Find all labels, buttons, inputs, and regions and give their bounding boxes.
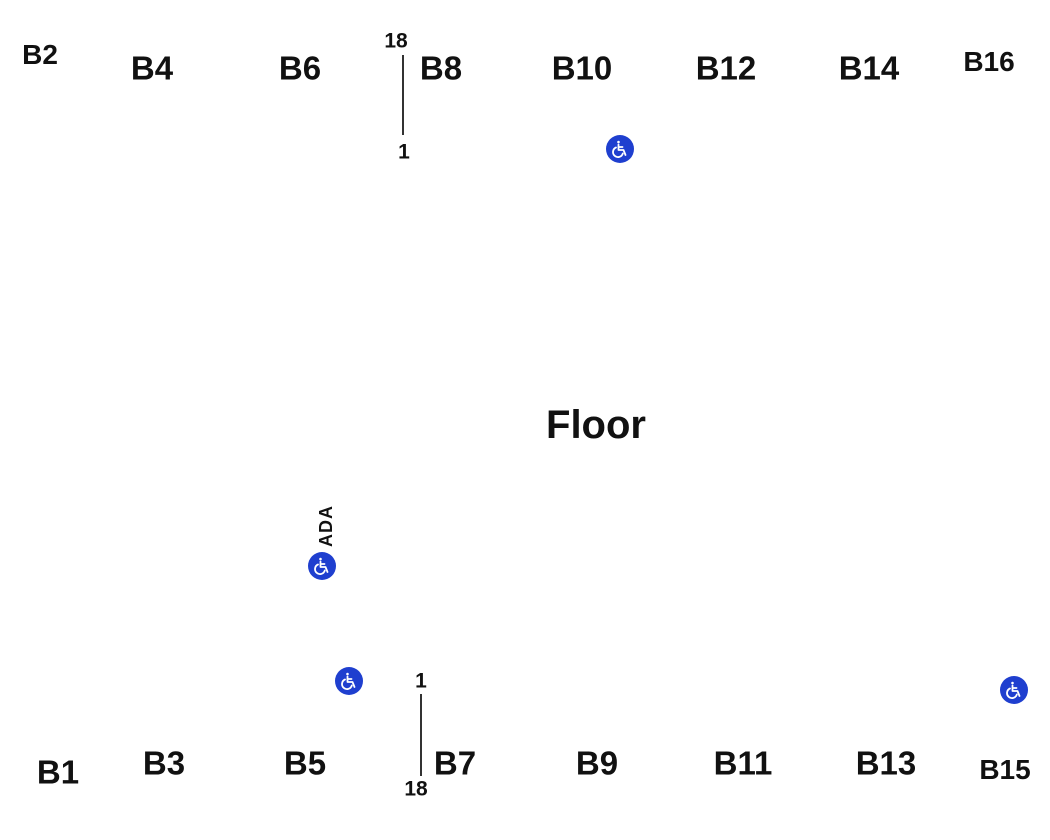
row-marker-top-start: 18 <box>384 29 408 53</box>
section-b16[interactable]: B16 <box>963 46 1015 77</box>
wheelchair-icon-graphic <box>1000 676 1028 704</box>
section-b11[interactable]: B11 <box>713 744 773 782</box>
section-b9[interactable]: B9 <box>575 744 619 782</box>
wheelchair-icon <box>308 552 336 580</box>
wheelchair-icon-graphic <box>606 135 634 163</box>
wheelchair-icon-graphic <box>308 552 336 580</box>
section-b4[interactable]: B4 <box>130 49 174 87</box>
section-b6[interactable]: B6 <box>278 49 322 87</box>
section-b7[interactable]: B7 <box>433 744 477 782</box>
section-b12[interactable]: B12 <box>695 49 757 87</box>
section-b15[interactable]: B15 <box>979 754 1031 785</box>
section-b1[interactable]: B1 <box>36 753 80 791</box>
section-b14[interactable]: B14 <box>838 49 900 87</box>
wheelchair-icon <box>1000 676 1028 704</box>
row-marker-top-end: 1 <box>398 140 410 164</box>
floor-label[interactable]: Floor <box>546 403 646 447</box>
section-b8[interactable]: B8 <box>419 49 463 87</box>
section-b3[interactable]: B3 <box>142 744 186 782</box>
row-marker-bottom-line <box>420 694 422 776</box>
wheelchair-icon-graphic <box>335 667 363 695</box>
ada-label: ADA <box>316 505 336 547</box>
row-marker-bottom-start: 1 <box>415 669 427 693</box>
section-b5[interactable]: B5 <box>283 744 327 782</box>
row-marker-top-line <box>402 55 404 135</box>
wheelchair-icon <box>606 135 634 163</box>
section-b2[interactable]: B2 <box>22 39 58 70</box>
section-b10[interactable]: B10 <box>551 49 613 87</box>
section-b13[interactable]: B13 <box>855 744 917 782</box>
wheelchair-icon <box>335 667 363 695</box>
row-marker-bottom-end: 18 <box>404 777 428 801</box>
